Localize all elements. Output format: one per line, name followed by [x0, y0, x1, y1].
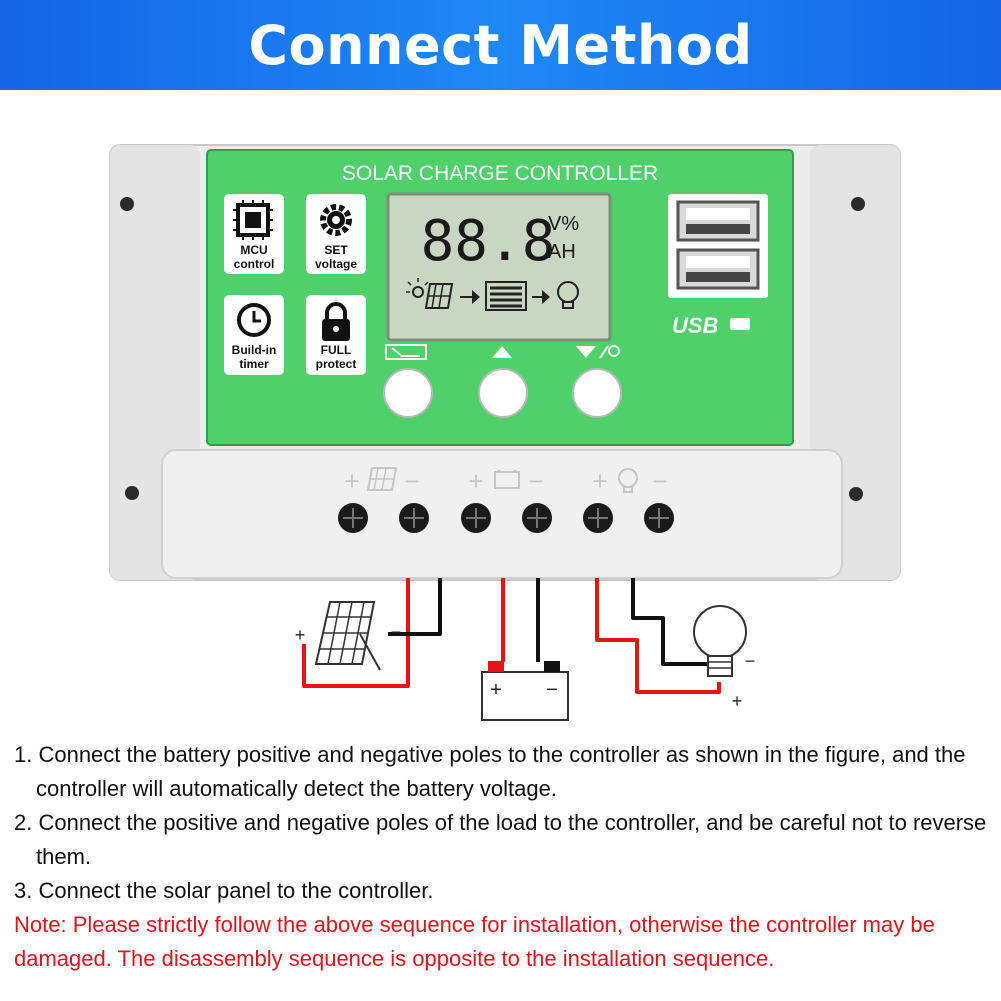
lcd-sun-icon: [406, 278, 429, 298]
usb-label: USB: [672, 313, 719, 338]
mounting-hole: [849, 487, 863, 501]
load-minus: −: [745, 651, 756, 671]
svg-text:−: −: [528, 466, 543, 496]
feature-line2: timer: [239, 357, 269, 371]
panel-title: SOLAR CHARGE CONTROLLER: [342, 162, 658, 185]
svg-text:+: +: [344, 466, 359, 496]
terminal-label-load: + −: [592, 466, 667, 496]
chip-icon: [233, 200, 273, 240]
lcd-solar-panel-icon: [424, 283, 454, 309]
up-button[interactable]: [478, 368, 528, 418]
feature-mcu: MCU control: [224, 194, 284, 274]
svg-text:−: −: [404, 466, 419, 496]
wiring: [302, 578, 721, 694]
lcd-arrow-icon: [460, 290, 480, 304]
feature-timer: Build-in timer: [224, 295, 284, 375]
down-arrow-bulb-icon: [576, 345, 620, 359]
lcd-bulb-icon: [557, 281, 579, 309]
terminal-screws: [338, 503, 674, 533]
page-title: Connect Method: [248, 13, 753, 77]
instructions: 1. Connect the battery positive and nega…: [14, 738, 994, 976]
battery-icon: [494, 470, 520, 489]
terminal-label-battery: + −: [468, 466, 543, 496]
gear-icon: [320, 204, 352, 236]
mounting-hole: [125, 486, 139, 500]
bulb-illustration: − +: [693, 605, 756, 711]
solar-panel-illustration: + −: [295, 601, 402, 671]
lcd-unit-top: V%: [548, 213, 579, 235]
wire-solar-negative: [388, 578, 442, 636]
lock-icon: [322, 302, 350, 341]
mounting-hole: [851, 197, 865, 211]
lcd-unit-bottom: AH: [548, 241, 576, 263]
lcd-arrow-icon: [532, 290, 550, 304]
feature-set-voltage: SET voltage: [306, 194, 366, 274]
usb-plug-icon: [730, 318, 750, 330]
usb-ports: [668, 194, 768, 298]
terminal-block: [161, 449, 843, 579]
battery-plus: +: [490, 679, 502, 701]
load-plus: +: [732, 691, 743, 711]
feature-line1: FULL: [321, 343, 352, 357]
lcd-digits: 88.8: [421, 209, 556, 274]
feature-line2: voltage: [315, 257, 357, 271]
feature-line1: MCU: [240, 243, 267, 257]
feature-line1: SET: [324, 243, 348, 257]
down-button[interactable]: [572, 368, 622, 418]
menu-button[interactable]: [383, 368, 433, 418]
svg-text:+: +: [592, 466, 607, 496]
solar-minus: −: [391, 622, 402, 642]
usb-port[interactable]: [676, 200, 760, 242]
installation-note: Note: Please strictly follow the above s…: [14, 912, 935, 971]
up-arrow-icon: [492, 346, 512, 358]
instruction-step-3: 3. Connect the solar panel to the contro…: [14, 878, 434, 903]
battery-minus: −: [546, 679, 558, 701]
feature-line2: control: [234, 257, 275, 271]
instruction-step-1: 1. Connect the battery positive and nega…: [14, 742, 966, 801]
feature-line1: Build-in: [232, 343, 277, 357]
feature-line2: protect: [316, 357, 357, 371]
instruction-step-2: 2. Connect the positive and negative pol…: [14, 810, 987, 869]
svg-text:+: +: [468, 466, 483, 496]
solar-plus: +: [295, 625, 306, 645]
terminal-label-solar: + −: [344, 466, 419, 496]
solar-panel-icon: [366, 467, 398, 491]
battery-illustration: + −: [481, 661, 569, 721]
wire-load-positive: [595, 578, 721, 694]
mounting-hole: [120, 197, 134, 211]
lcd-battery-icon: [485, 281, 527, 311]
clock-icon: [237, 303, 271, 337]
feature-full-protect: FULL protect: [306, 295, 366, 375]
usb-port[interactable]: [676, 248, 760, 290]
menu-icon: [385, 344, 427, 360]
wire-load-negative: [631, 578, 717, 666]
controller-diagram: SOLAR CHARGE CONTROLLER MCU control SET …: [0, 90, 1001, 730]
svg-text:−: −: [652, 466, 667, 496]
bulb-icon: [618, 468, 638, 493]
lcd-display: 88.8 V% AH: [386, 192, 612, 342]
title-banner: Connect Method: [0, 0, 1001, 90]
